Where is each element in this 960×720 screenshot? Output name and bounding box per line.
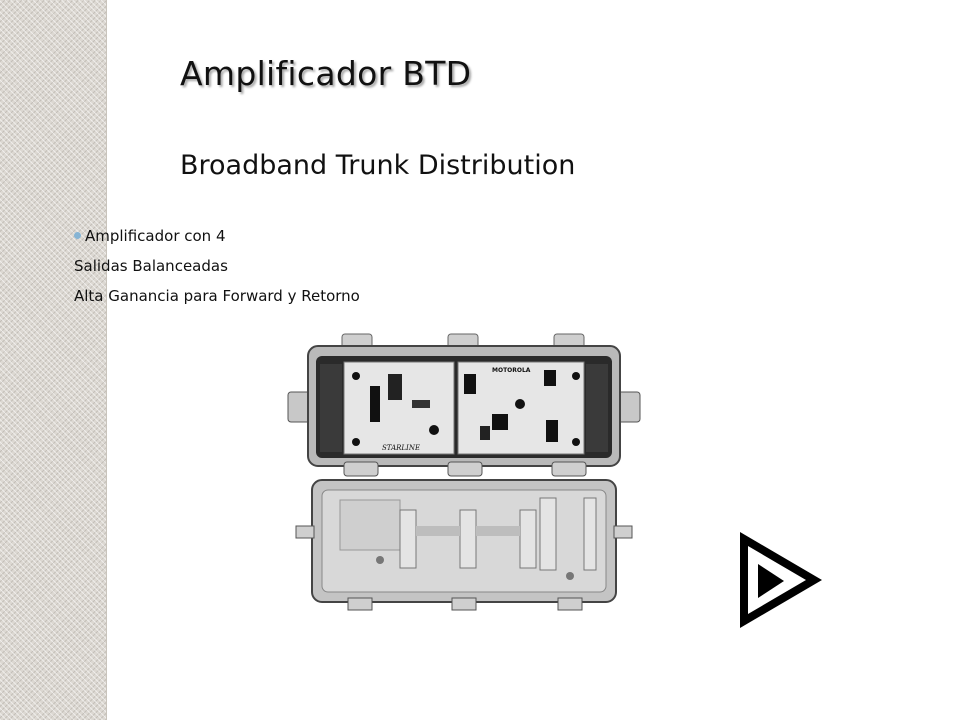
slide-subtitle: Broadband Trunk Distribution: [180, 150, 576, 181]
bullet-icon: [74, 232, 81, 239]
amplifier-device-image: MOTOROLA STARLINE: [287, 333, 641, 611]
decorative-side-strip: [0, 0, 107, 720]
bullet-text: Salidas Balanceadas: [74, 257, 228, 275]
bullet-text: Amplificador con 4: [85, 227, 226, 245]
bullet-item: Salidas Balanceadas: [74, 254, 360, 284]
model-label: STARLINE: [382, 444, 420, 452]
play-button[interactable]: [700, 520, 830, 635]
slide-title: Amplificador BTD: [180, 54, 472, 93]
bullet-text: Alta Ganancia para Forward y Retorno: [74, 287, 360, 305]
bullet-item: Alta Ganancia para Forward y Retorno: [74, 284, 360, 314]
bullet-item: Amplificador con 4: [74, 224, 360, 254]
bullet-list: Amplificador con 4 Salidas Balanceadas A…: [74, 224, 360, 314]
play-icon: [740, 532, 822, 628]
brand-label: MOTOROLA: [492, 367, 531, 374]
